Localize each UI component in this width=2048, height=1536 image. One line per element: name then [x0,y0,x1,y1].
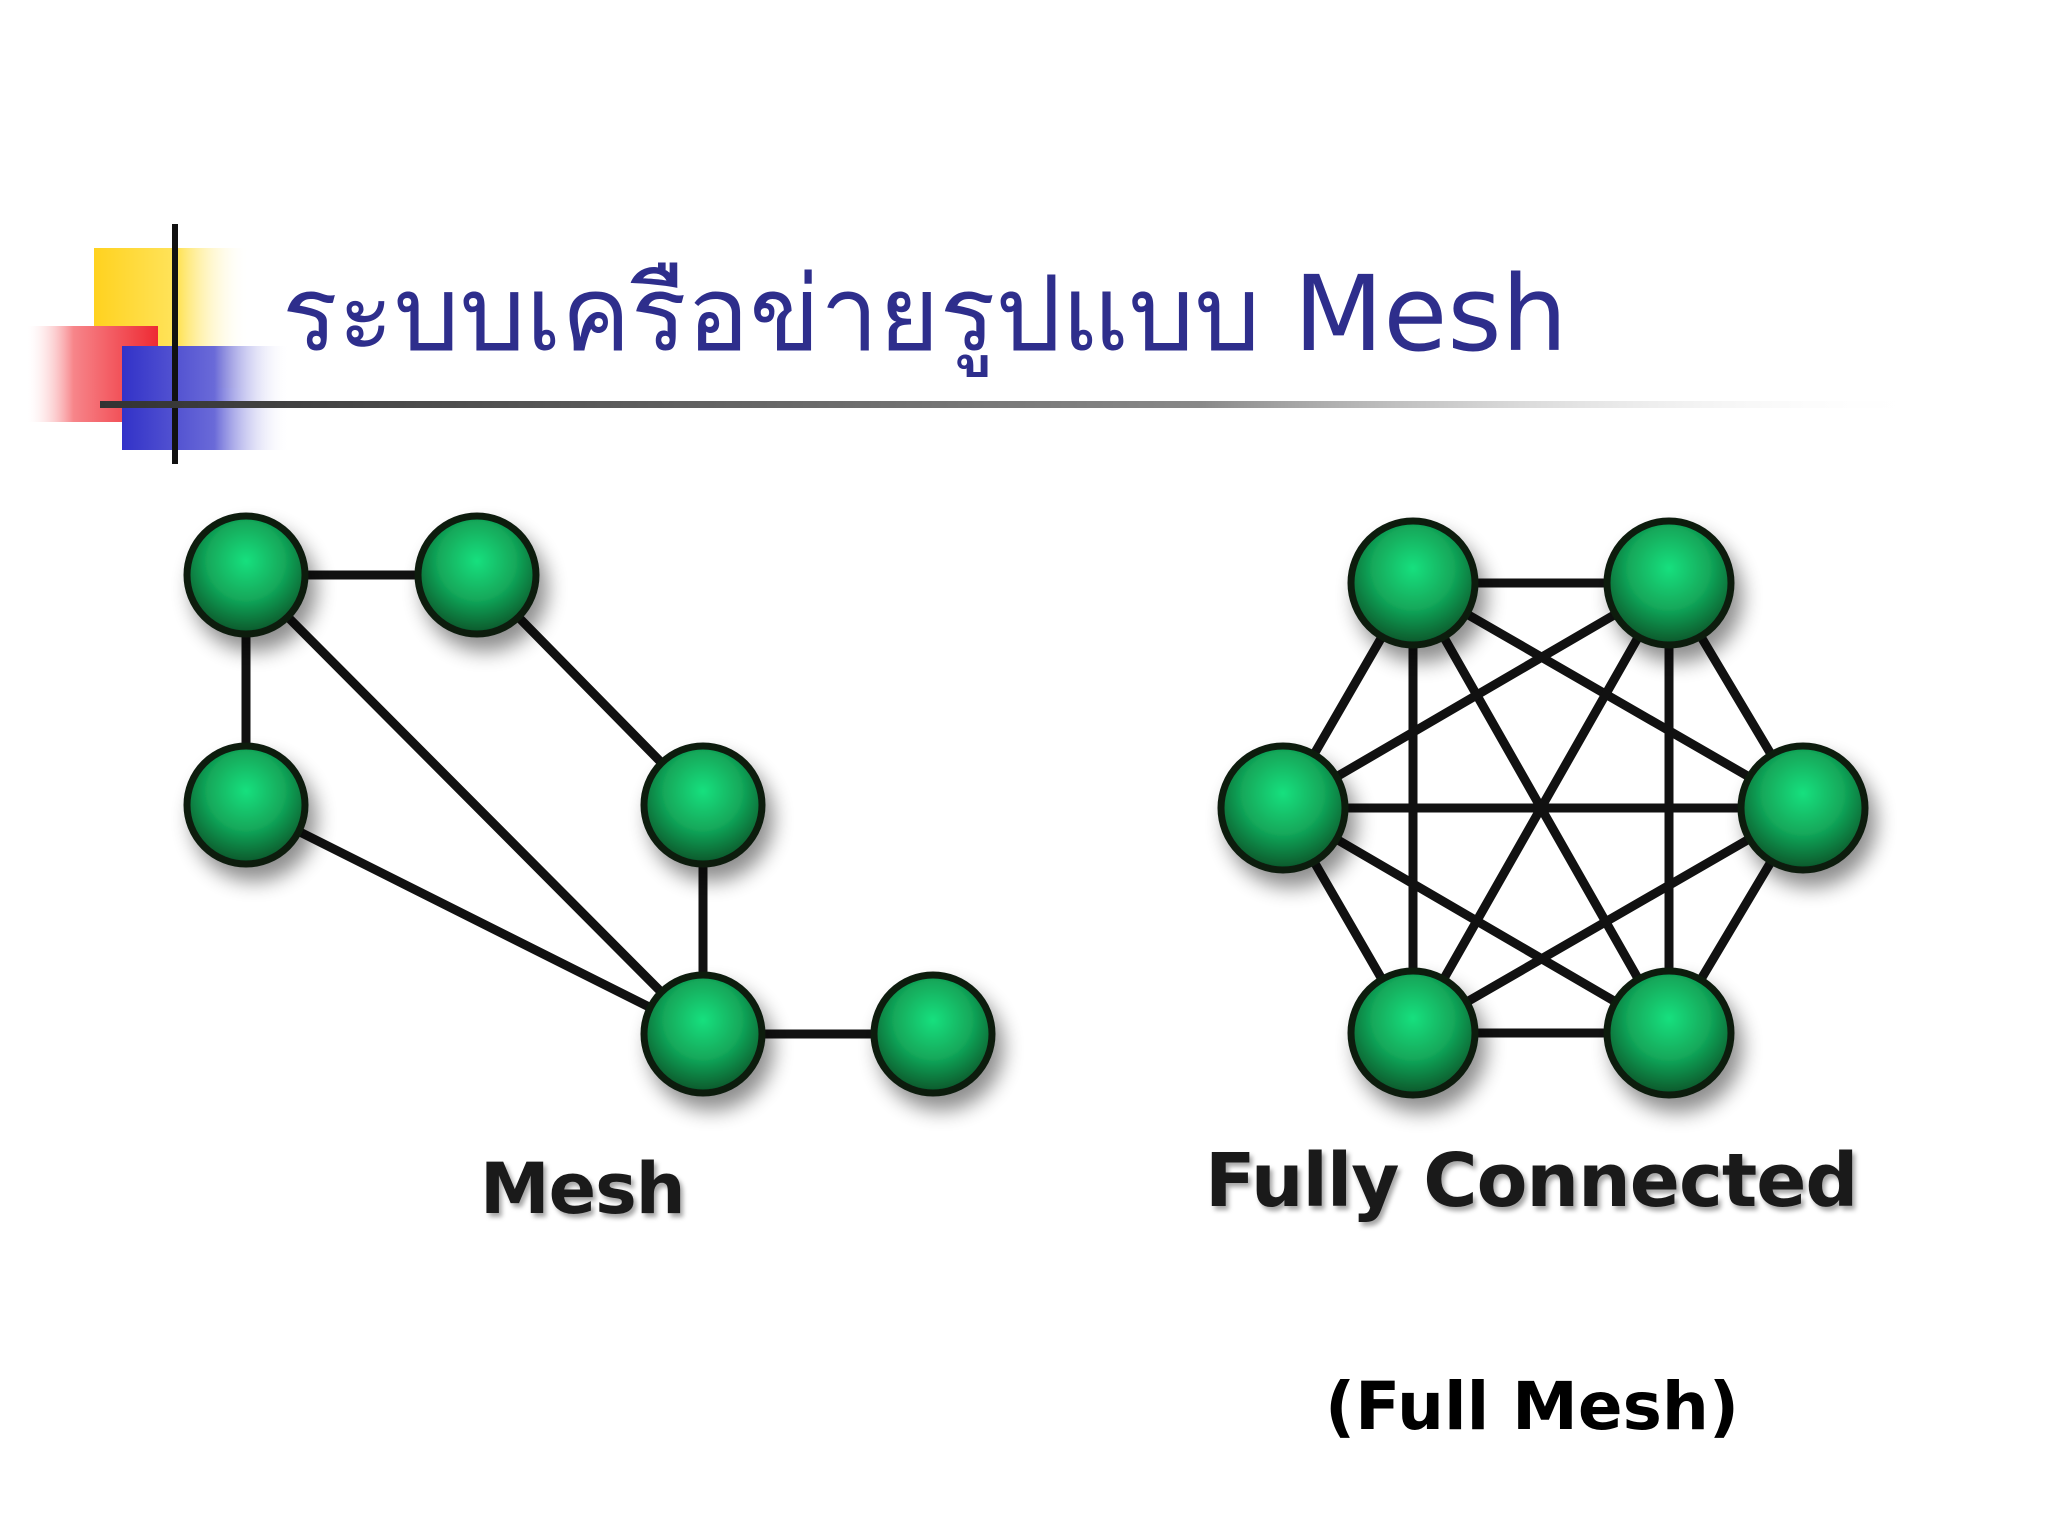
full-edges [1278,578,1808,1038]
fully-connected-label: Fully Connected [1205,1138,1858,1224]
page-title: ระบบเครือข่ายรูปแบบ Mesh [282,253,1568,375]
full-node [1737,742,1869,874]
title-underline [100,401,1930,408]
mesh-node [183,512,309,638]
blue-square [122,346,290,450]
mesh-node [640,742,766,868]
vertical-rule [172,224,178,464]
full-edge [1408,803,1808,1038]
full-node [1603,517,1735,649]
mesh-edges [241,570,938,1039]
full-edge [1278,578,1674,813]
full-edge [1278,803,1674,1038]
mesh-nodes [183,512,996,1097]
full-node [1347,517,1479,649]
mesh-node [640,971,766,1097]
full-node [1603,967,1735,1099]
mesh-edge [241,800,708,1039]
full-nodes [1217,517,1869,1099]
mesh-node [870,971,996,1097]
full-node [1347,967,1479,1099]
full-mesh-caption: (Full Mesh) [1325,1368,1740,1445]
mesh-label: Mesh [480,1148,686,1230]
title-decoration [28,224,1930,464]
mesh-node [183,742,309,868]
mesh-edge [241,570,708,1039]
mesh-node [414,512,540,638]
full-node [1217,742,1349,874]
